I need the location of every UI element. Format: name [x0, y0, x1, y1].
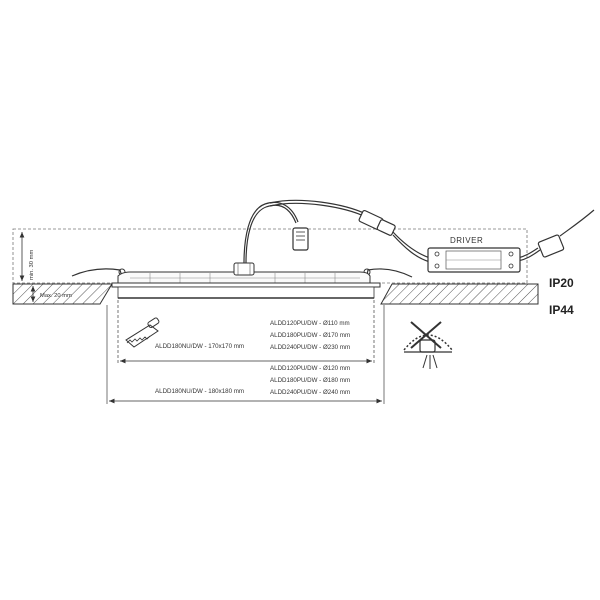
- plug-connector-right: [358, 209, 396, 236]
- driver-label: DRIVER: [450, 236, 483, 245]
- cutout-square-model: ALDD180NU/DW - 170x170 mm: [155, 343, 244, 350]
- luminaire: [71, 262, 413, 299]
- ip-top-label: IP20: [549, 276, 574, 290]
- wiring: [243, 199, 595, 264]
- ceiling-right: [380, 283, 539, 305]
- overall-round-model-2: ALDD180PU/DW - Ø180 mm: [270, 377, 350, 384]
- cutout-round-model-1: ALDD120PU/DW - Ø110 mm: [270, 320, 350, 327]
- cutout-round-model-3: ALDD240PU/DW - Ø230 mm: [270, 344, 350, 351]
- ceiling-left: [12, 283, 113, 305]
- ip-bottom-label: IP44: [549, 303, 574, 317]
- plug-connector-left: [292, 227, 309, 251]
- overall-round-model-3: ALDD240PU/DW - Ø240 mm: [270, 389, 350, 396]
- min-height-label: min. 30 mm: [29, 250, 35, 280]
- cutout-round-model-2: ALDD180PU/DW - Ø170 mm: [270, 332, 350, 339]
- no-insulation-icon: [403, 321, 453, 369]
- saw-icon: [125, 317, 160, 348]
- overall-round-model-1: ALDD120PU/DW - Ø120 mm: [270, 365, 350, 372]
- cutout-dimension: ALDD180NU/DW - 170x170 mm ALDD120PU/DW -…: [120, 320, 372, 364]
- driver-box: DRIVER: [427, 236, 521, 273]
- overall-square-model: ALDD180NU/DW - 180x180 mm: [155, 388, 244, 395]
- max-thickness-dimension: Max. 20 mm: [30, 286, 72, 302]
- overall-dimension: ALDD180NU/DW - 180x180 mm ALDD120PU/DW -…: [109, 365, 382, 404]
- power-connector: [537, 234, 565, 258]
- max-thickness-label: Max. 20 mm: [40, 293, 72, 299]
- min-height-dimension: min. 30 mm: [19, 232, 35, 281]
